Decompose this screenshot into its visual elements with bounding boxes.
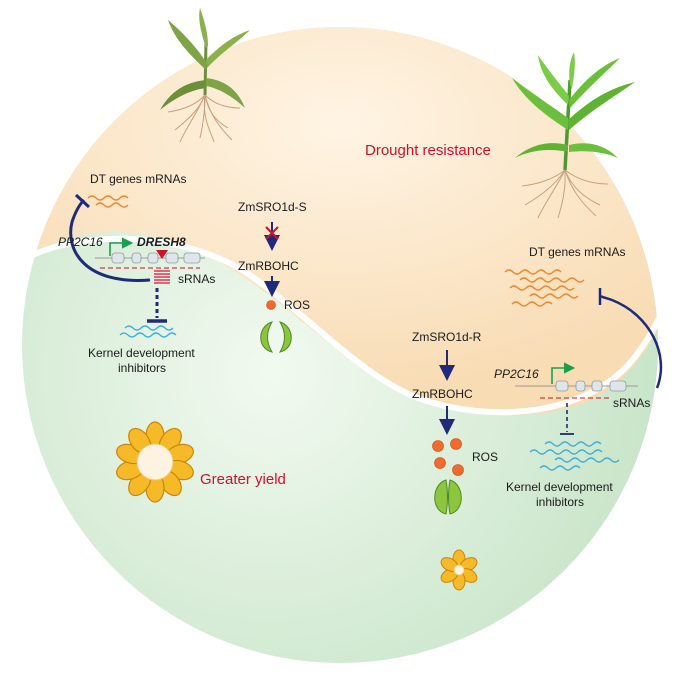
right-stomata-closed-icon: [434, 479, 462, 515]
dresh8-insertion-marker: [156, 250, 168, 259]
right-ros-dots: [432, 438, 464, 476]
right-mrna-squiggles: [504, 269, 585, 307]
right-inhibition-arc: [599, 294, 663, 389]
maize-plant-resistant-icon: [512, 52, 635, 219]
left-promoter-arrow: [109, 237, 134, 256]
left-inhibitor-squiggles: [119, 325, 177, 338]
right-kernel-label-1: Kernel development: [506, 480, 613, 494]
drought-resistance-label: Drought resistance: [365, 142, 491, 159]
blocked-cross-icon: [265, 226, 279, 240]
left-pp2c16-label: PP2C16: [58, 235, 103, 249]
left-sro-label: ZmSRO1d-S: [238, 200, 307, 214]
kernel-large-icon: [116, 421, 194, 503]
left-srnas-label: sRNAs: [178, 272, 215, 286]
right-inhibitor-squiggles: [529, 441, 620, 471]
left-gene-exons: [111, 252, 201, 264]
right-kernel-label-2: inhibitors: [536, 495, 584, 509]
kernel-small-icon: [440, 549, 478, 591]
left-ros-dot: [266, 300, 276, 310]
left-mrna-squiggles: [87, 195, 129, 208]
right-ros-label: ROS: [472, 450, 498, 464]
dresh8-label: DRESH8: [137, 235, 186, 249]
maize-plant-drought-icon: [160, 8, 250, 143]
drought-region: [22, 27, 658, 416]
left-rbohc-label: ZmRBOHC: [238, 259, 299, 273]
right-rbohc-label: ZmRBOHC: [412, 387, 473, 401]
left-dt-genes-label: DT genes mRNAs: [90, 172, 186, 186]
right-srnas-label: sRNAs: [613, 396, 650, 410]
left-stomata-open-icon: [260, 321, 292, 353]
right-gene-exons: [555, 380, 627, 392]
right-dt-genes-label: DT genes mRNAs: [529, 245, 625, 259]
left-inhibition-arc: [69, 198, 151, 282]
greater-yield-label: Greater yield: [200, 471, 286, 488]
right-sro-label: ZmSRO1d-R: [412, 330, 482, 344]
left-kernel-label-2: inhibitors: [118, 361, 166, 375]
left-inhibition-bar: [74, 193, 91, 209]
left-kernel-label-1: Kernel development: [88, 346, 195, 360]
left-srna-stack: [154, 270, 170, 284]
left-ros-label: ROS: [284, 298, 310, 312]
right-promoter-arrow: [551, 362, 576, 384]
right-pp2c16-label: PP2C16: [494, 367, 539, 381]
